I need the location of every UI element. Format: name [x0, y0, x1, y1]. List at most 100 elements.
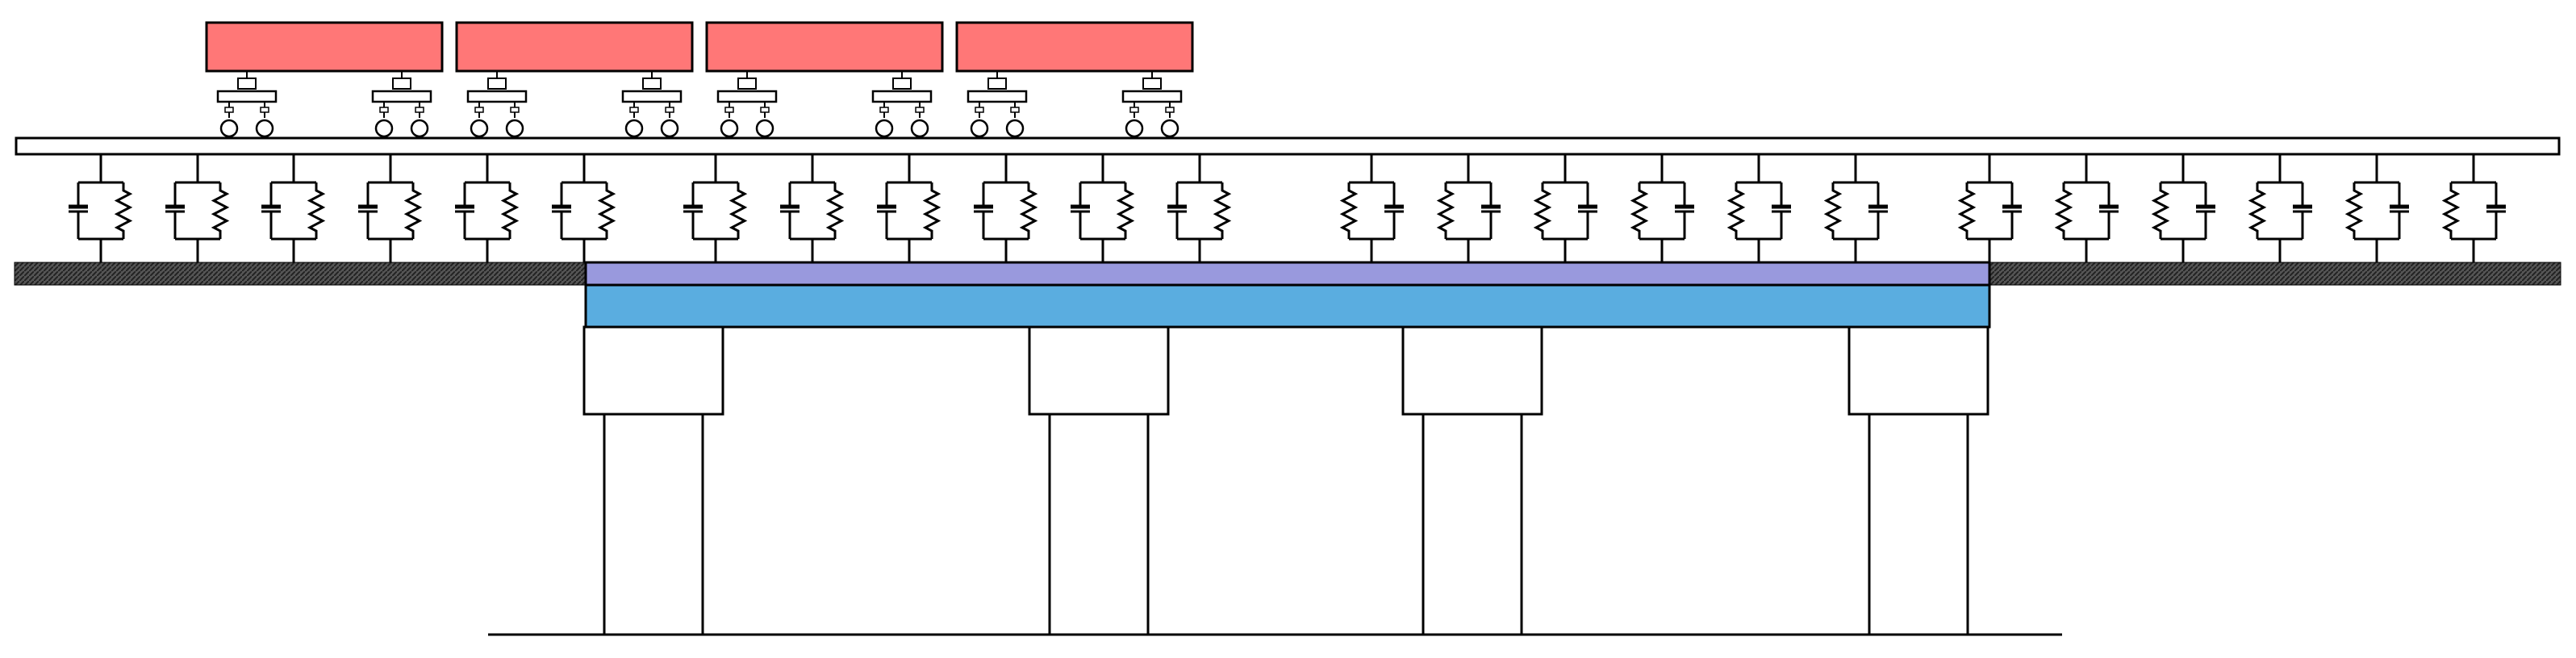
spring-damper-unit — [1436, 154, 1501, 262]
train-car — [955, 21, 1194, 138]
spring — [2248, 182, 2267, 239]
spring — [1533, 182, 1552, 239]
spring — [1019, 182, 1038, 239]
secondary-suspension — [392, 78, 411, 90]
spring-damper-unit — [2441, 154, 2506, 262]
rail-beam — [15, 136, 2561, 156]
primary-spring — [510, 107, 520, 113]
spring — [2441, 182, 2461, 239]
spring — [211, 182, 230, 239]
primary-spring — [724, 107, 734, 113]
primary-spring — [665, 107, 674, 113]
pier-cap — [582, 325, 724, 416]
spring-damper-unit — [1823, 154, 1888, 262]
primary-spring — [1165, 107, 1175, 113]
spring-damper-unit — [2054, 154, 2119, 262]
spring — [1116, 182, 1135, 239]
spring-damper-unit — [2248, 154, 2312, 262]
bogie-frame — [716, 90, 778, 103]
train-car — [705, 21, 944, 138]
bogie — [466, 71, 528, 138]
spring-damper-unit — [455, 154, 520, 262]
track-supports — [69, 154, 2506, 262]
spring-damper-unit — [1071, 154, 1135, 262]
pier-cap — [1847, 325, 1989, 416]
wheel — [219, 119, 239, 138]
spring — [1213, 182, 1232, 239]
car-body — [705, 21, 944, 73]
wheel — [1160, 119, 1179, 138]
wheel — [410, 119, 429, 138]
bogie — [871, 71, 933, 138]
bogie-frame — [466, 90, 528, 103]
spring — [729, 182, 748, 239]
bogie-frame — [1121, 90, 1183, 103]
deck-girder — [584, 283, 1991, 329]
train-car — [455, 21, 694, 138]
primary-spring — [1129, 107, 1139, 113]
pier-column — [1868, 413, 1969, 636]
spring — [1957, 182, 1977, 239]
primary-spring — [629, 107, 639, 113]
pier-column — [1422, 413, 1523, 636]
spring-damper-unit — [877, 154, 941, 262]
spring — [2054, 182, 2073, 239]
bogie — [1121, 71, 1183, 138]
spring — [2344, 182, 2364, 239]
bogie — [371, 71, 432, 138]
secondary-suspension — [237, 78, 257, 90]
wheel — [875, 119, 894, 138]
spring-damper-unit — [165, 154, 230, 262]
primary-spring — [379, 107, 389, 113]
wheel — [970, 119, 989, 138]
spring — [922, 182, 941, 239]
spring — [1339, 182, 1359, 239]
spring — [1726, 182, 1746, 239]
spring-damper-unit — [1726, 154, 1791, 262]
spring-damper-unit — [2344, 154, 2409, 262]
train — [205, 21, 1194, 138]
spring-damper-unit — [69, 154, 133, 262]
train-car — [205, 21, 444, 138]
pier-cap — [1401, 325, 1543, 416]
secondary-suspension — [642, 78, 662, 90]
primary-spring — [915, 107, 925, 113]
spring — [597, 182, 616, 239]
spring-damper-unit — [1167, 154, 1232, 262]
spring-damper-unit — [1339, 154, 1404, 262]
spring-damper-unit — [683, 154, 748, 262]
spring — [1823, 182, 1843, 239]
spring-damper-unit — [1957, 154, 2022, 262]
embankment-left — [14, 262, 587, 286]
car-body — [205, 21, 444, 73]
wheel — [374, 119, 394, 138]
spring — [825, 182, 845, 239]
primary-spring — [224, 107, 234, 113]
spring-damper-unit — [780, 154, 845, 262]
bridge-structure — [582, 261, 1991, 636]
bogie-frame — [216, 90, 278, 103]
secondary-suspension — [1142, 78, 1162, 90]
car-body — [955, 21, 1194, 73]
spring — [307, 182, 326, 239]
spring-damper-unit — [552, 154, 616, 262]
spring — [1630, 182, 1649, 239]
wheel — [660, 119, 679, 138]
bogie — [967, 71, 1028, 138]
primary-spring — [879, 107, 889, 113]
secondary-suspension — [487, 78, 507, 90]
spring — [114, 182, 133, 239]
wheel — [720, 119, 739, 138]
wheel — [1005, 119, 1025, 138]
rail-layer — [15, 136, 2561, 156]
pier-cap — [1028, 325, 1170, 416]
spring-damper-unit — [2151, 154, 2215, 262]
spring — [1436, 182, 1455, 239]
primary-spring — [975, 107, 984, 113]
wheel — [910, 119, 929, 138]
spring-damper-unit — [261, 154, 326, 262]
pier-column — [603, 413, 704, 636]
wheel — [624, 119, 644, 138]
